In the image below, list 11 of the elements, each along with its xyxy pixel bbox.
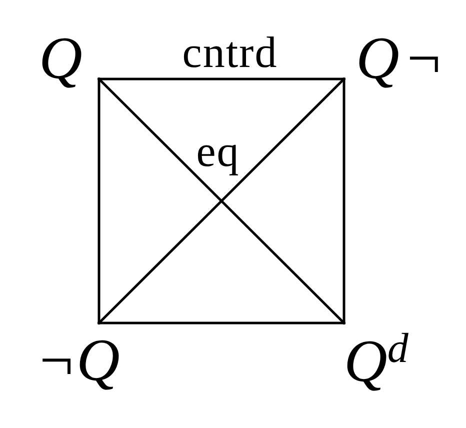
- formula-label: Q: [36, 26, 99, 96]
- formula-label: Q¬: [344, 26, 444, 96]
- crossed-lines: [98, 78, 346, 324]
- formula-label: ¬Q: [36, 323, 130, 403]
- edge-label: eq: [196, 130, 240, 174]
- horizontal-line: [98, 78, 346, 80]
- horizontal-line: [98, 322, 346, 324]
- edge-label: cntrd: [182, 31, 278, 75]
- vertical-line: [342, 78, 346, 324]
- vertical-line: [98, 78, 100, 324]
- formula-label: Q$^{d}$: [340, 323, 426, 403]
